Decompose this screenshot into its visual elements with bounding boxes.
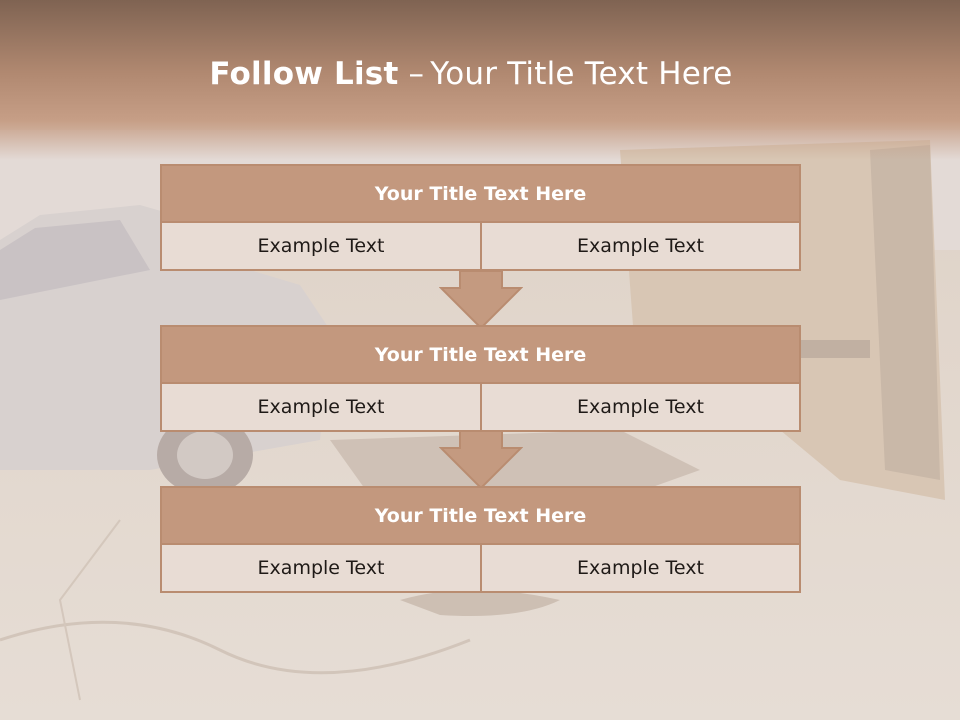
block-right-text: Example Text <box>482 223 799 269</box>
block-title: Your Title Text Here <box>162 488 799 543</box>
slide-title: Follow List–Your Title Text Here <box>0 56 942 92</box>
block-left-text: Example Text <box>162 545 480 591</box>
block-left-text: Example Text <box>162 223 480 269</box>
list-block-2: Your Title Text Here Example Text Exampl… <box>160 325 801 432</box>
list-block-3: Your Title Text Here Example Text Exampl… <box>160 486 801 593</box>
block-title: Your Title Text Here <box>162 327 799 382</box>
slide-title-rest: Your Title Text Here <box>430 56 733 92</box>
list-block-1: Your Title Text Here Example Text Exampl… <box>160 164 801 271</box>
down-arrow-icon <box>439 430 523 490</box>
slide-title-separator: – <box>408 56 425 92</box>
block-right-text: Example Text <box>482 384 799 430</box>
block-title: Your Title Text Here <box>162 166 799 221</box>
down-arrow-icon <box>439 270 523 330</box>
slide-title-bold: Follow List <box>209 56 399 92</box>
block-right-text: Example Text <box>482 545 799 591</box>
block-left-text: Example Text <box>162 384 480 430</box>
title-band <box>0 0 960 160</box>
